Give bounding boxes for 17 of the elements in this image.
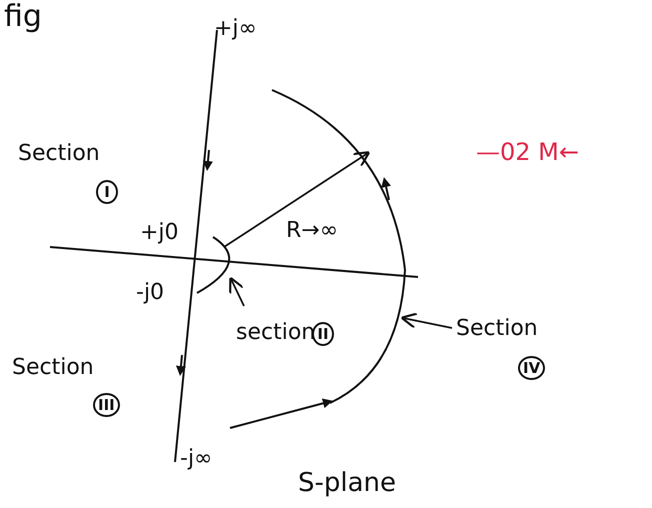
axis-label: S-plane xyxy=(298,470,396,496)
circled-numeral: III xyxy=(93,393,120,417)
section-label: Section xyxy=(12,357,94,379)
radius-arrow xyxy=(224,151,370,248)
circled-numeral: IV xyxy=(518,356,546,380)
leader-line xyxy=(229,276,245,306)
circled-numeral: I xyxy=(96,180,118,204)
axis-label: -j0 xyxy=(136,282,164,304)
section-label: Section xyxy=(456,318,538,340)
axis-label: +j0 xyxy=(140,222,179,244)
margin-note: —02 M← xyxy=(476,140,579,164)
section-label: Section xyxy=(18,143,100,165)
axis-label: fig xyxy=(4,2,42,32)
circled-numeral: II xyxy=(312,322,334,346)
leader-line xyxy=(400,312,452,329)
axis-label: +j∞ xyxy=(214,18,257,40)
axis-label: -j∞ xyxy=(180,448,212,470)
